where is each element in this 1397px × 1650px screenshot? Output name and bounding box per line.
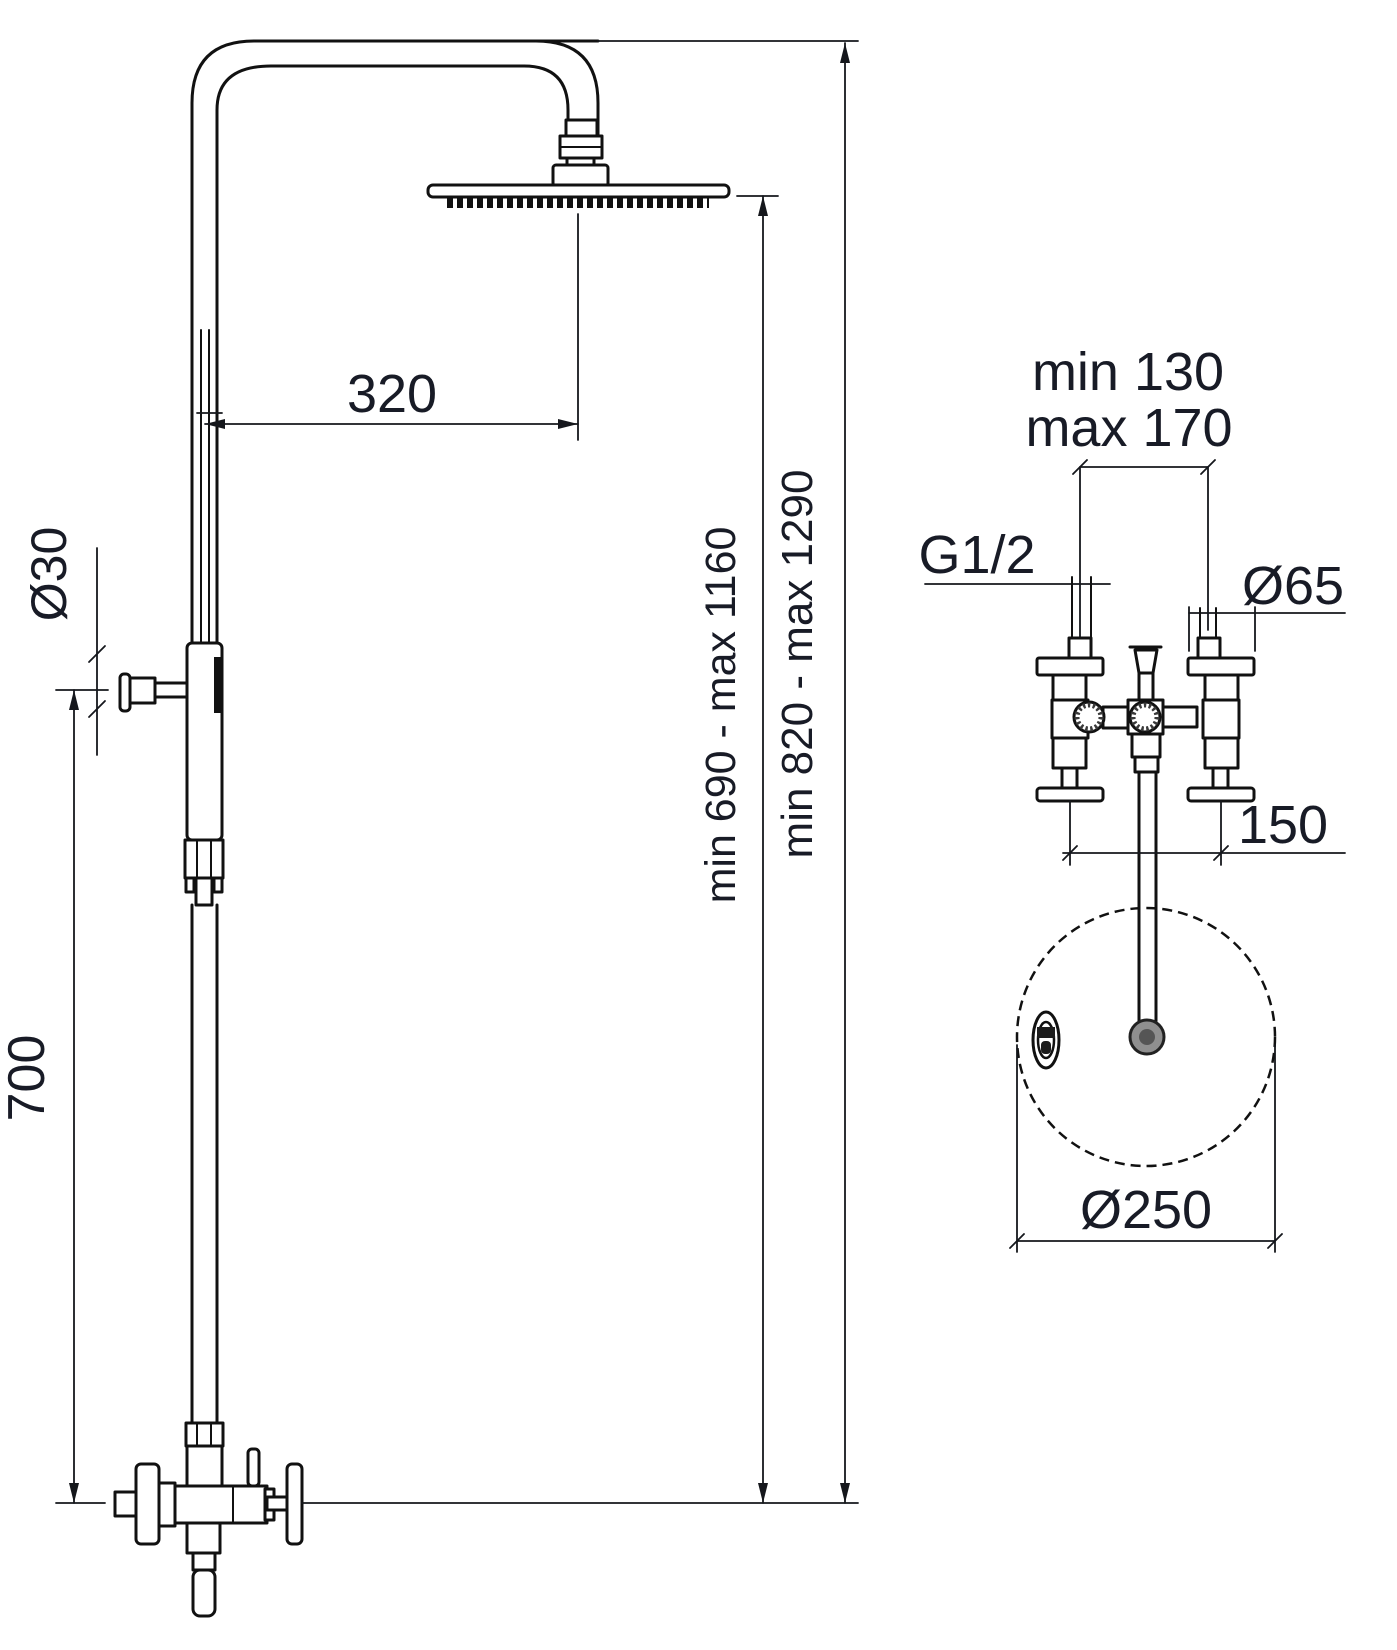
cross-handle [285,1462,304,1546]
slide-bar-label: 700 [0,1035,56,1122]
hand-shower-holder [118,672,189,713]
rain-head-top-outline [1015,906,1277,1168]
hand-shower-holder-top [1031,1010,1061,1070]
head-diameter-label: Ø250 [1080,1180,1212,1240]
mixer-spout [185,1521,222,1618]
arm-reach-label: 320 [347,364,437,424]
riser-diameter-label: Ø30 [21,527,77,622]
rain-shower-head [426,183,731,441]
right-escutcheon [1186,656,1256,677]
left-escutcheon [1035,656,1105,677]
sleeve-grip [214,657,222,713]
body-spacing-label: 150 [1238,795,1328,855]
right-valve-body [1201,698,1241,740]
right-inlet-nipple [1199,607,1217,639]
dim-head-diameter: Ø250 [1009,1044,1283,1253]
dim-riser-diameter: Ø30 [21,527,106,756]
left-cross-handle [1035,786,1105,803]
riser-pipe-and-arm [190,39,859,1425]
dim-column-height: min 820 - max 1290 [773,42,850,1504]
dim-arm-reach: 320 [196,364,579,429]
column-height-label: min 820 - max 1290 [773,470,822,859]
dim-slide-bar: 700 [0,689,109,1504]
dim-body-spacing: 150 [1062,795,1346,866]
inlet-spacing-min-label: min 130 [1032,342,1224,402]
mixer-body [173,1484,269,1525]
head-height-label: min 690 - max 1160 [697,527,745,904]
down-pipe [1137,770,1158,1023]
slider-sleeve [185,641,224,842]
dim-head-height: min 690 - max 1160 [697,195,779,1504]
top-view: min 130 max 170 G1/2 Ø65 [918,342,1346,1253]
dim-inlet-spacing: min 130 max 170 [1025,342,1233,638]
diverter-lever [246,1447,261,1488]
thread-label: G1/2 [918,525,1035,585]
center-tee [1072,645,1199,774]
left-valve-knob [134,1462,161,1546]
inlet-spacing-max-label: max 170 [1025,398,1232,458]
head-swivel-joint [551,118,610,188]
label-thread: G1/2 [918,525,1111,585]
left-valve [1035,576,1105,803]
front-view: 320 Ø30 700 min 690 - max 1160 [0,39,859,1618]
mixer-valve [113,1421,304,1618]
union-nut [183,838,225,907]
escutcheon-label: Ø65 [1242,556,1344,616]
right-valve [1186,607,1256,803]
inner-tube [200,329,210,644]
left-inlet-nipple [1071,576,1092,639]
